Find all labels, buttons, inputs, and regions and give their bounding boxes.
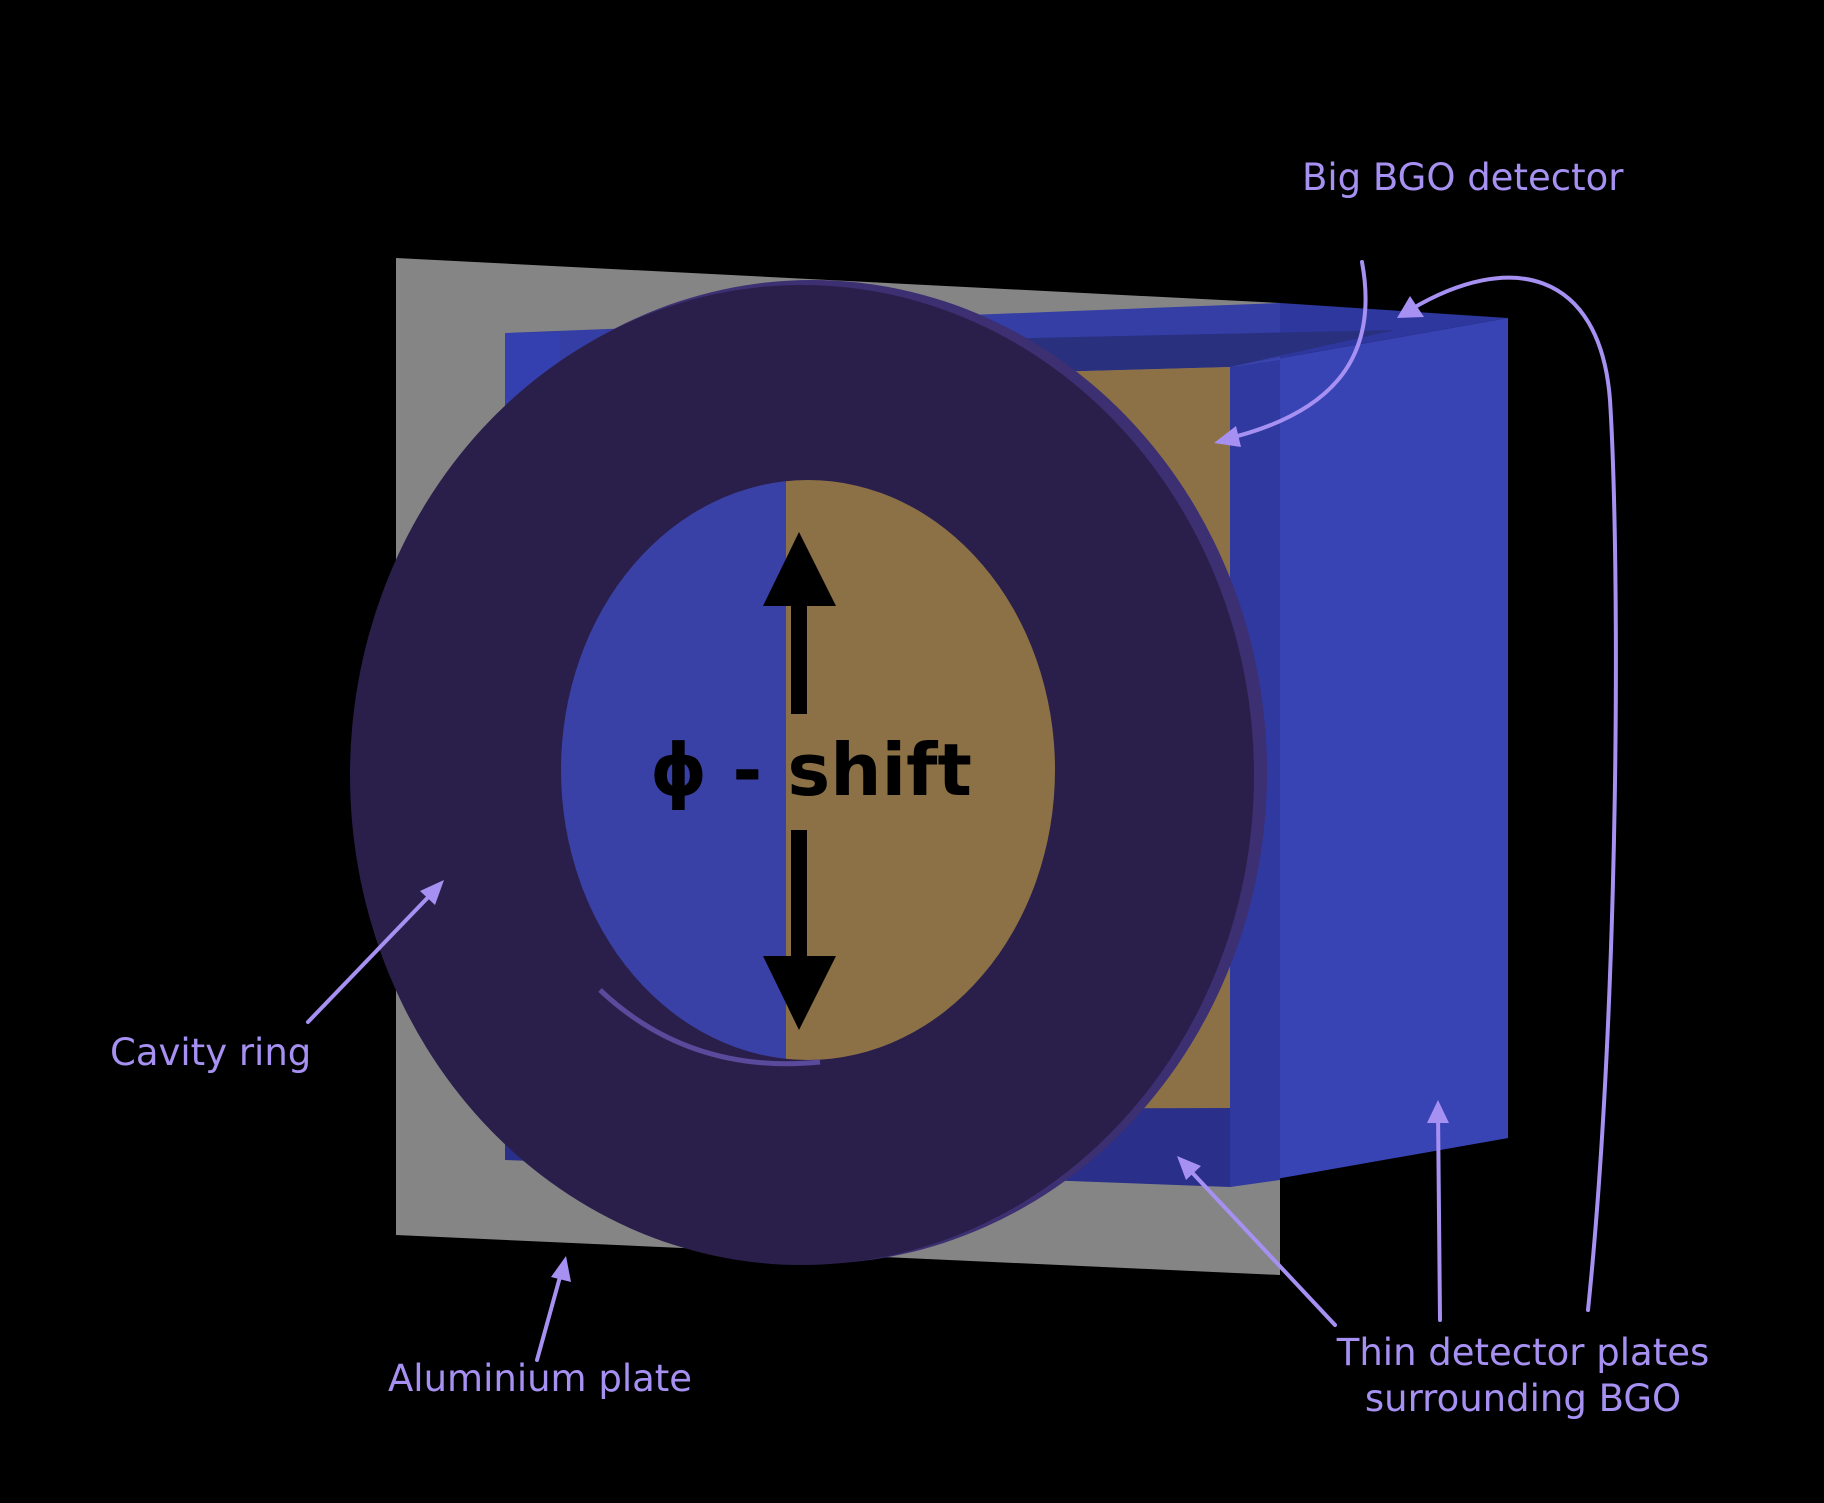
phi-shift-arrow-down bbox=[763, 830, 836, 1030]
big-bgo-detector-label: Big BGO detector bbox=[1302, 156, 1624, 199]
phi-shift-label: ϕ - shift bbox=[650, 728, 972, 812]
aperture-inner-edge bbox=[598, 988, 821, 1067]
bottom-plate-leader-arrowhead bbox=[1177, 1156, 1201, 1180]
bottom-plate-leader-line bbox=[1183, 1163, 1337, 1327]
bgo-leader-arrowhead bbox=[1214, 426, 1241, 447]
plates-leader-arrowhead bbox=[1397, 296, 1424, 318]
cavity-ring-leader-arrowhead bbox=[420, 880, 444, 905]
phi-shift-arrow-up bbox=[763, 532, 836, 714]
bgo-leader-line bbox=[1220, 260, 1368, 442]
aluminium-leader-line bbox=[535, 1264, 565, 1362]
right-detector-plate bbox=[1230, 318, 1508, 1187]
right-plate-leader-arrowhead bbox=[1427, 1100, 1449, 1123]
cavity-ring-leader-line bbox=[306, 886, 439, 1024]
thin-detector-plates-label: Thin detector plates surrounding BGO bbox=[1336, 1331, 1710, 1421]
aluminium-leader-arrowhead bbox=[551, 1256, 571, 1282]
cavity-ring-label: Cavity ring bbox=[110, 1031, 312, 1074]
right-plate-leader-line bbox=[1436, 1108, 1442, 1322]
aluminium-plate-label: Aluminium plate bbox=[388, 1357, 693, 1400]
plates-leader-curve bbox=[1408, 275, 1618, 1312]
